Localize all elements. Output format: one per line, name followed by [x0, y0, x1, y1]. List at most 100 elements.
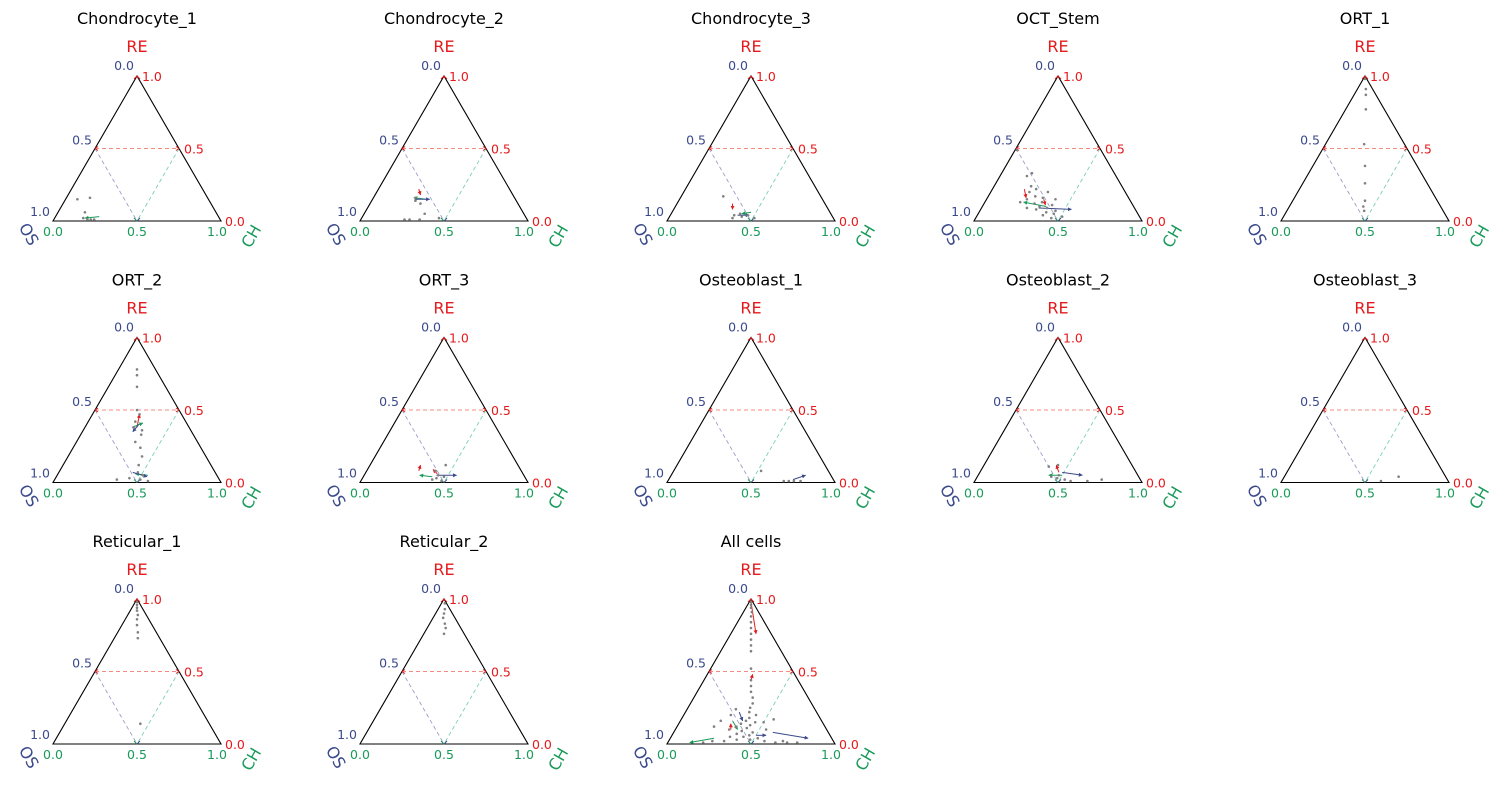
re-tick-label: 0.5 [1412, 142, 1432, 157]
data-point [136, 631, 140, 634]
os-gridline [708, 148, 752, 222]
re-tick-label: 0.5 [1105, 142, 1125, 157]
os-axis-label: OS [322, 220, 350, 249]
re-tick-label: 0.0 [1146, 476, 1166, 491]
re-tick [1096, 146, 1101, 149]
data-point [442, 475, 446, 479]
data-point [1047, 465, 1051, 468]
os-tick-label: 1.0 [1258, 204, 1278, 219]
re-tick [1057, 337, 1062, 341]
os-tick-label: 0.0 [728, 581, 748, 596]
re-tick [136, 337, 141, 341]
data-point [749, 644, 753, 647]
data-point [785, 741, 789, 744]
os-tick-label: 1.0 [30, 727, 50, 742]
data-point [1040, 200, 1044, 204]
re-tick [1096, 407, 1101, 411]
data-point [1025, 206, 1029, 210]
data-point [443, 622, 447, 625]
data-point [403, 218, 406, 221]
re-tick [1096, 148, 1101, 151]
re-tick [440, 75, 445, 80]
re-tick-label: 0.0 [839, 737, 859, 752]
data-point [419, 202, 422, 205]
re-axis-label: RE [1047, 37, 1068, 56]
re-tick [401, 669, 406, 672]
re-axis-label: RE [433, 299, 454, 318]
data-point [1054, 209, 1057, 213]
panel-title: OCT_Stem [1016, 9, 1099, 29]
data-point [1050, 203, 1054, 207]
data-point [442, 612, 446, 615]
re-tick-label: 1.0 [1370, 69, 1390, 84]
re-tick [94, 407, 99, 411]
re-tick [1015, 407, 1020, 411]
data-point [721, 195, 725, 198]
re-tick [175, 409, 180, 413]
data-point [135, 600, 139, 604]
trajectory-arrow [1042, 199, 1047, 206]
os-tick-label: 0.5 [1300, 394, 1320, 409]
ch-tick [440, 740, 445, 745]
data-point [140, 429, 144, 432]
re-axis-label: RE [740, 299, 761, 318]
os-tick [443, 479, 448, 483]
data-point [81, 216, 85, 220]
ch-tick-label: 1.0 [207, 224, 227, 239]
data-point [787, 479, 791, 483]
ch-tick-label: 0.5 [434, 224, 454, 239]
trajectory-arrow [417, 464, 422, 472]
data-point [140, 455, 144, 458]
re-tick [1403, 409, 1408, 413]
re-tick-label: 0.0 [839, 214, 859, 229]
re-tick [443, 75, 448, 80]
ch-tick-label: 1.0 [1435, 224, 1455, 239]
data-point [1030, 171, 1034, 175]
data-point [436, 473, 440, 477]
re-tick-label: 0.0 [1453, 476, 1473, 491]
data-point [727, 728, 731, 731]
ch-tick-label: 0.5 [434, 486, 454, 501]
data-point [734, 725, 738, 728]
re-tick-label: 1.0 [1063, 69, 1083, 84]
os-tick [750, 740, 755, 745]
data-point [1055, 476, 1059, 480]
ch-tick-label: 0.5 [741, 747, 761, 762]
data-point [754, 713, 758, 717]
re-tick-label: 1.0 [449, 592, 469, 607]
ch-tick [747, 217, 752, 222]
ch-tick-label: 0.0 [657, 486, 677, 501]
os-tick-label: 0.0 [728, 320, 748, 335]
data-point [1379, 479, 1383, 483]
data-point [135, 368, 139, 371]
panel-title: Chondrocyte_3 [691, 9, 811, 29]
ch-tick-label: 0.5 [1355, 486, 1375, 501]
data-point [745, 726, 749, 730]
re-tick [94, 409, 99, 413]
data-point [764, 728, 768, 731]
re-tick-label: 0.5 [184, 403, 204, 418]
trajectory-arrow [741, 211, 752, 216]
ch-tick-label: 1.0 [821, 747, 841, 762]
ch-gridline [443, 409, 487, 483]
os-tick-label: 0.0 [728, 58, 748, 73]
trajectory-arrow [792, 474, 806, 481]
ch-tick-label: 0.0 [1271, 224, 1291, 239]
re-tick-label: 1.0 [1063, 331, 1083, 346]
data-point [444, 463, 447, 467]
data-point [430, 478, 434, 481]
data-point [443, 602, 447, 605]
data-point [712, 725, 716, 728]
data-point [756, 736, 760, 740]
data-point [799, 479, 802, 483]
re-axis-label: RE [433, 37, 454, 56]
data-point [749, 678, 753, 682]
data-point [734, 707, 738, 711]
panel-title: All cells [721, 532, 782, 551]
panel-title: Chondrocyte_1 [77, 9, 197, 29]
os-tick [443, 217, 448, 222]
re-tick [708, 146, 713, 149]
os-axis-label: OS [15, 220, 43, 249]
